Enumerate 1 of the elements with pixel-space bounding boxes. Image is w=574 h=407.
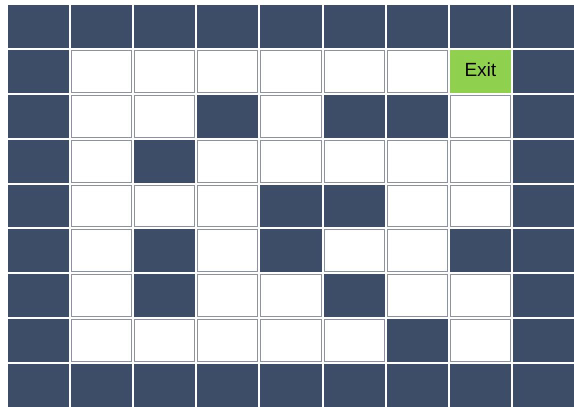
exit-tile: Exit xyxy=(450,50,511,93)
